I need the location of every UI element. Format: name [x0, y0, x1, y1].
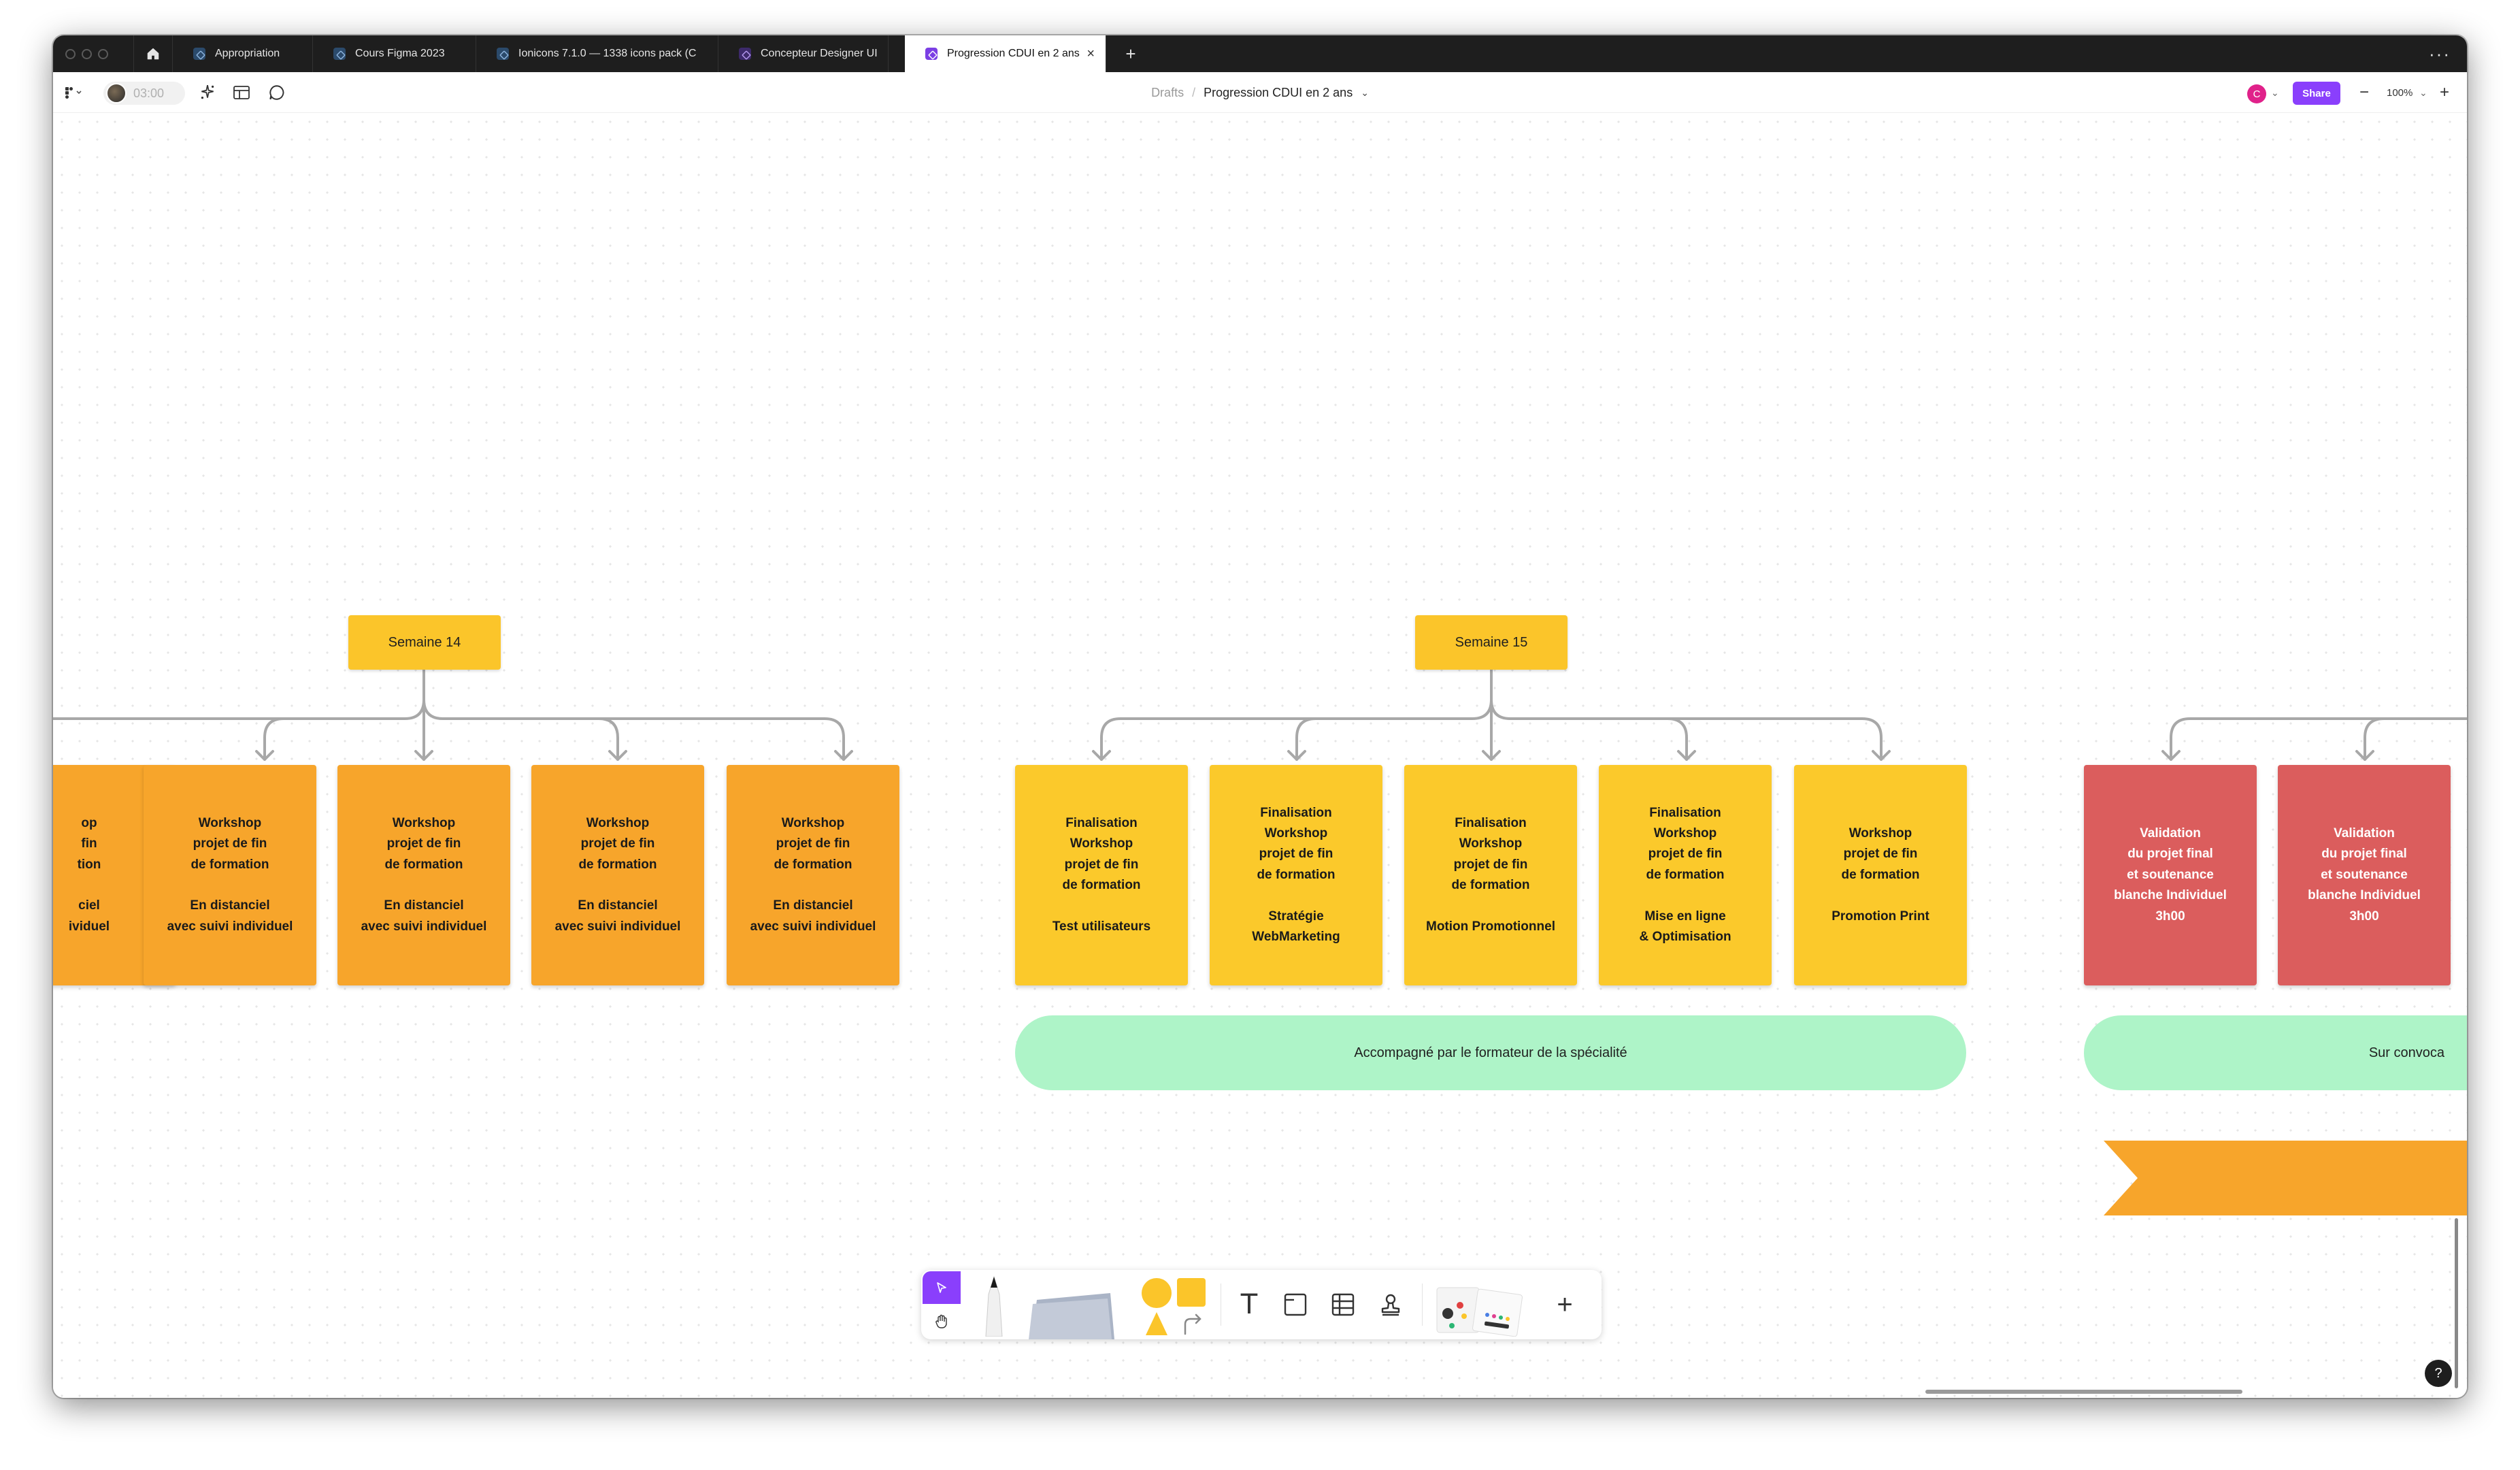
vertical-scrollbar[interactable] — [2455, 1218, 2458, 1388]
home-button[interactable] — [133, 35, 173, 72]
week-15-label[interactable]: Semaine 15 — [1415, 615, 1568, 670]
home-icon — [147, 48, 159, 60]
minimize-window-button[interactable] — [82, 49, 92, 59]
breadcrumb: Drafts / Progression CDUI en 2 ans ⌄ — [53, 72, 2467, 113]
tab-ionicons[interactable]: Ionicons 7.1.0 — 1338 icons pack (C — [476, 35, 718, 72]
chevron-down-icon[interactable]: ⌄ — [2419, 86, 2427, 98]
table-icon — [1331, 1293, 1355, 1316]
figjam-file-icon — [739, 48, 751, 60]
figjam-menu-icon — [65, 87, 82, 99]
file-title[interactable]: Progression CDUI en 2 ans — [1204, 85, 1353, 99]
section-tool-button[interactable] — [1276, 1288, 1314, 1322]
sticky-note-motion-promotionnel[interactable]: Finalisation Workshop projet de fin de f… — [1404, 765, 1577, 985]
templates-button[interactable] — [233, 72, 250, 113]
tab-concepteur-designer[interactable]: Concepteur Designer UI — [718, 35, 889, 72]
maximize-window-button[interactable] — [98, 49, 108, 59]
main-menu-button[interactable] — [64, 72, 83, 113]
section-icon — [1284, 1293, 1307, 1316]
orange-arrow-shape[interactable] — [2104, 1141, 2467, 1215]
sticky-note-workshop[interactable]: Workshop projet de fin de formation En d… — [337, 765, 510, 985]
board-canvas[interactable]: Semaine 14 Semaine 15 op fin tion ciel i… — [53, 113, 2467, 1398]
tab-bar: Appropriation Cours Figma 2023 Ionicons … — [53, 35, 2467, 72]
tab-label: Cours Figma 2023 — [355, 48, 445, 59]
figma-file-icon — [333, 48, 346, 60]
layout-template-icon — [233, 86, 250, 99]
comment-icon — [269, 85, 284, 100]
banner-sur-convocation[interactable]: Sur convoca — [2084, 1015, 2467, 1090]
tray-divider — [1422, 1284, 1423, 1326]
tab-progression-cdui[interactable]: Progression CDUI en 2 ans × — [905, 35, 1106, 72]
widgets-stack-icon — [1436, 1287, 1523, 1337]
tab-cours-figma[interactable]: Cours Figma 2023 — [313, 35, 476, 72]
tab-label: Progression CDUI en 2 ans — [947, 48, 1080, 59]
sticky-note-mise-en-ligne[interactable]: Finalisation Workshop projet de fin de f… — [1599, 765, 1772, 985]
app-window: Appropriation Cours Figma 2023 Ionicons … — [53, 35, 2467, 1398]
sticky-note-tool-button[interactable] — [1029, 1286, 1117, 1339]
widgets-tool-button[interactable] — [1430, 1278, 1525, 1337]
more-tools-button[interactable]: + — [1557, 1289, 1573, 1320]
banner-accompagne[interactable]: Accompagné par le formateur de la spécia… — [1015, 1015, 1966, 1090]
file-toolbar: 03:00 Drafts / Progression CDUI en 2 ans… — [53, 72, 2467, 113]
hand-icon — [935, 1314, 947, 1328]
sticky-note-validation[interactable]: Validation du projet final et soutenance… — [2278, 765, 2451, 985]
sticky-note-workshop[interactable]: Workshop projet de fin de formation En d… — [727, 765, 899, 985]
sticky-note-test-utilisateurs[interactable]: Finalisation Workshop projet de fin de f… — [1015, 765, 1188, 985]
close-tab-icon[interactable]: × — [1087, 46, 1095, 61]
text-tool-button[interactable]: T — [1229, 1288, 1270, 1322]
breadcrumb-separator: / — [1192, 85, 1196, 99]
zoom-out-button[interactable]: − — [2359, 83, 2370, 101]
marker-tool-button[interactable] — [970, 1275, 1018, 1337]
select-tool-button[interactable] — [923, 1271, 961, 1304]
hand-tool-button[interactable] — [923, 1305, 961, 1338]
sticky-note-workshop[interactable]: Workshop projet de fin de formation En d… — [144, 765, 316, 985]
sticky-note-workshop[interactable]: Workshop projet de fin de formation En d… — [531, 765, 704, 985]
tab-label: Appropriation — [215, 48, 280, 59]
help-button[interactable]: ? — [2425, 1360, 2452, 1387]
sparkle-icon — [201, 84, 214, 99]
comments-button[interactable] — [268, 72, 286, 113]
zoom-level[interactable]: 100% — [2387, 86, 2413, 99]
connector-lines — [53, 668, 2467, 1215]
sticky-note-promotion-print[interactable]: Workshop projet de fin de formation Prom… — [1794, 765, 1967, 985]
week-14-label[interactable]: Semaine 14 — [348, 615, 501, 670]
sticky-note-stack-icon — [1029, 1293, 1114, 1339]
tool-tray: T + — [921, 1270, 1602, 1339]
figma-file-icon — [497, 48, 509, 60]
chevron-down-icon[interactable]: ⌄ — [1361, 86, 1369, 98]
tab-label: Concepteur Designer UI — [761, 48, 878, 59]
breadcrumb-drafts[interactable]: Drafts — [1151, 85, 1184, 99]
cursor-icon — [937, 1282, 946, 1293]
new-tab-button[interactable]: + — [1125, 43, 1136, 64]
text-tool-icon: T — [1240, 1289, 1258, 1320]
horizontal-scrollbar[interactable] — [1925, 1390, 2242, 1394]
chevron-down-icon[interactable]: ⌄ — [2271, 86, 2279, 98]
timer-avatar — [106, 83, 127, 103]
close-window-button[interactable] — [65, 49, 76, 59]
share-button[interactable]: Share — [2293, 82, 2340, 105]
table-tool-button[interactable] — [1324, 1288, 1362, 1322]
sticky-note-strategie-webmarketing[interactable]: Finalisation Workshop projet de fin de f… — [1210, 765, 1382, 985]
shapes-tool-button[interactable] — [1136, 1274, 1211, 1337]
stamp-tool-button[interactable] — [1372, 1288, 1410, 1322]
tab-label: Ionicons 7.1.0 — 1338 icons pack (C — [518, 48, 697, 59]
tab-appropriation[interactable]: Appropriation — [173, 35, 313, 72]
figjam-file-icon — [925, 48, 938, 60]
timer-value: 03:00 — [133, 86, 165, 100]
marker-pen-icon — [985, 1275, 1003, 1337]
user-avatar[interactable]: C — [2247, 84, 2266, 103]
more-options-button[interactable]: ··· — [2429, 43, 2451, 64]
zoom-in-button[interactable]: + — [2440, 83, 2450, 101]
figma-file-icon — [193, 48, 205, 60]
ai-sparkle-button[interactable] — [199, 72, 216, 113]
sticky-note-validation[interactable]: Validation du projet final et soutenance… — [2084, 765, 2257, 985]
timer[interactable]: 03:00 — [103, 82, 185, 105]
stamp-icon — [1381, 1294, 1400, 1316]
shapes-icon — [1142, 1278, 1206, 1335]
